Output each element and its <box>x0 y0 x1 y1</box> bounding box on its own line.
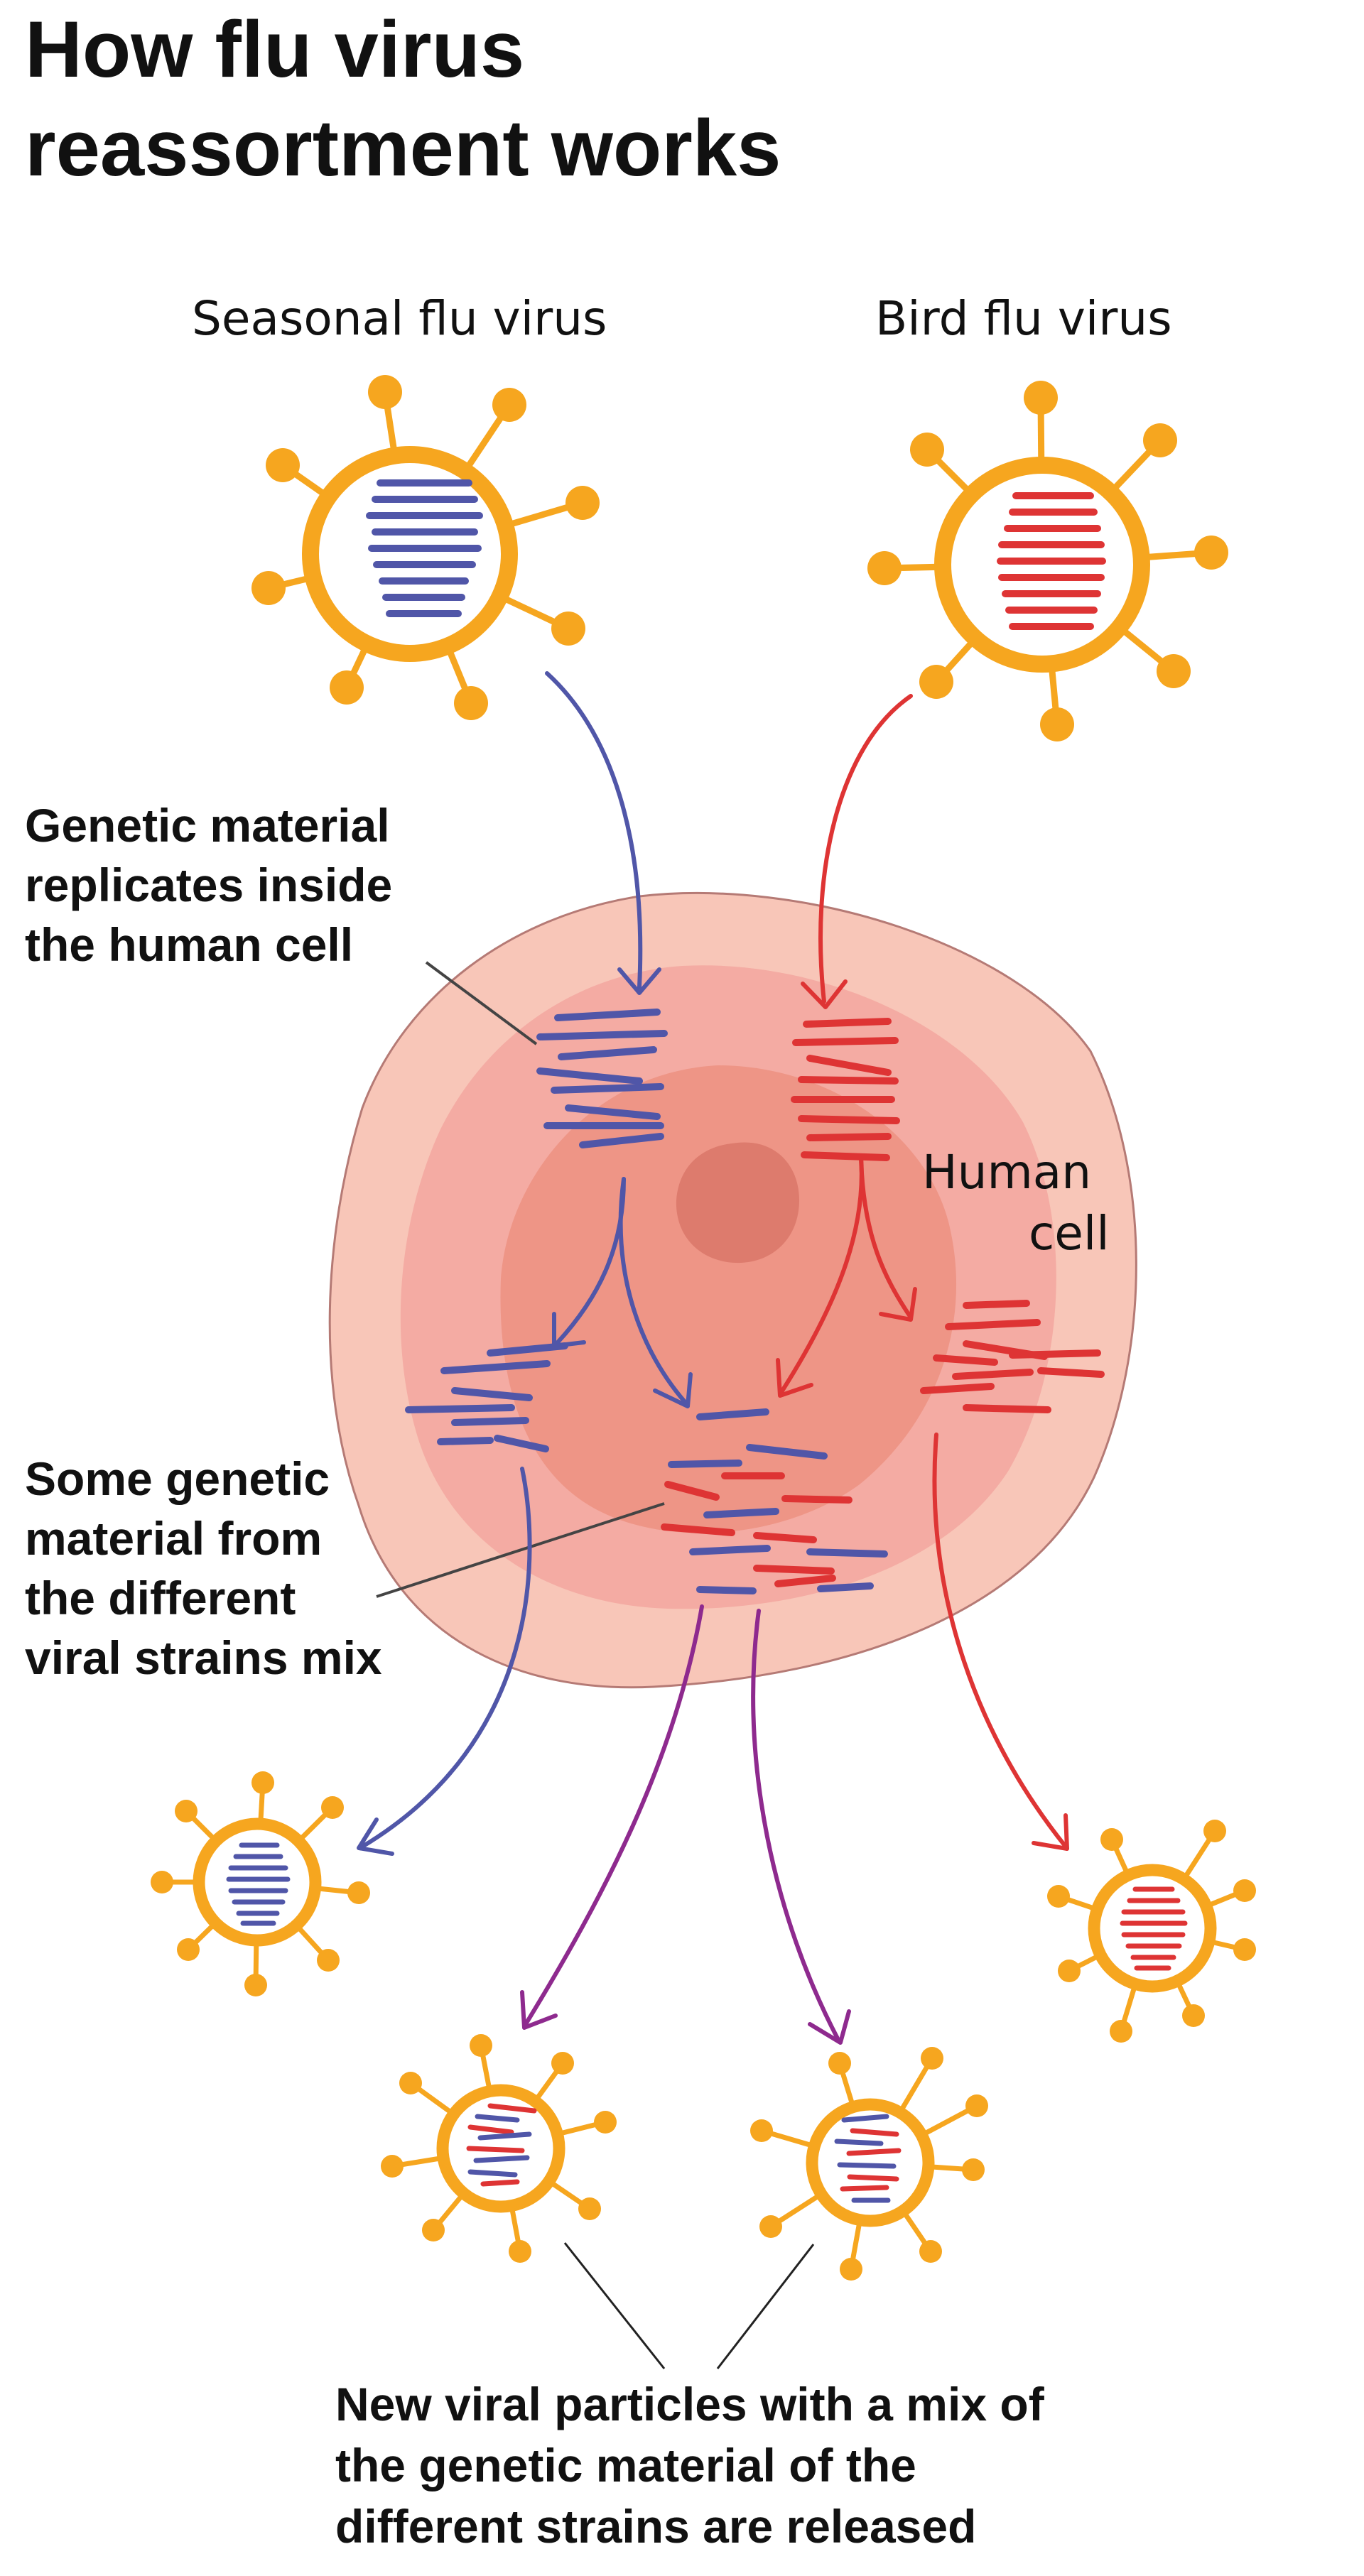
blue-material-replicating <box>536 1009 668 1148</box>
annotation-mix: Some genetic material from the different… <box>25 1452 382 1684</box>
arrow-blue-replicate-right <box>618 1177 693 1408</box>
leader-line-replicates <box>425 961 538 1045</box>
red-material-replicating <box>791 1018 900 1161</box>
bird-flu-virus <box>867 381 1228 741</box>
page-title: How flu virus reassortment works <box>25 0 1090 197</box>
arrow-mixed-release-left <box>520 1604 704 2030</box>
arrow-mixed-release-right <box>751 1609 851 2045</box>
arrow-red-replicate-right <box>859 1156 917 1322</box>
cell-inner-layer <box>500 1065 957 1533</box>
arrows <box>357 671 1069 2045</box>
arrow-blue-release <box>357 1467 532 1856</box>
human-cell-label-line-1: Human <box>922 1145 1092 1200</box>
released-mixed-virus-2 <box>750 2047 988 2281</box>
leader-line-release-left <box>563 2242 666 2369</box>
seasonal-virus-label: Seasonal flu virus <box>192 291 607 346</box>
red-material-scattered <box>920 1300 1105 1413</box>
cell-nucleus <box>676 1142 799 1263</box>
released-seasonal-virus <box>151 1771 370 1996</box>
mixed-material <box>661 1408 888 1594</box>
seasonal-flu-virus <box>251 375 600 720</box>
released-mixed-virus-1 <box>381 2034 617 2263</box>
bird-virus-label: Bird flu virus <box>875 291 1172 346</box>
blue-material-scattered <box>405 1342 568 1452</box>
human-cell <box>328 891 1137 1689</box>
arrow-red-release <box>932 1433 1069 1851</box>
title-line-2: reassortment works <box>25 104 781 192</box>
arrow-seasonal-into-cell <box>545 671 661 995</box>
human-cell-label-line-2: cell <box>1029 1206 1110 1261</box>
title-line-1: How flu virus <box>25 5 525 94</box>
arrow-bird-into-cell <box>801 694 913 1009</box>
released-bird-virus <box>1047 1820 1256 2043</box>
annotation-released: New viral particles with a mix of the ge… <box>335 2378 1044 2553</box>
annotation-replicates: Genetic material replicates inside the h… <box>25 799 393 971</box>
leader-line-mix <box>376 1502 665 1598</box>
leader-line-release-right <box>716 2244 815 2369</box>
